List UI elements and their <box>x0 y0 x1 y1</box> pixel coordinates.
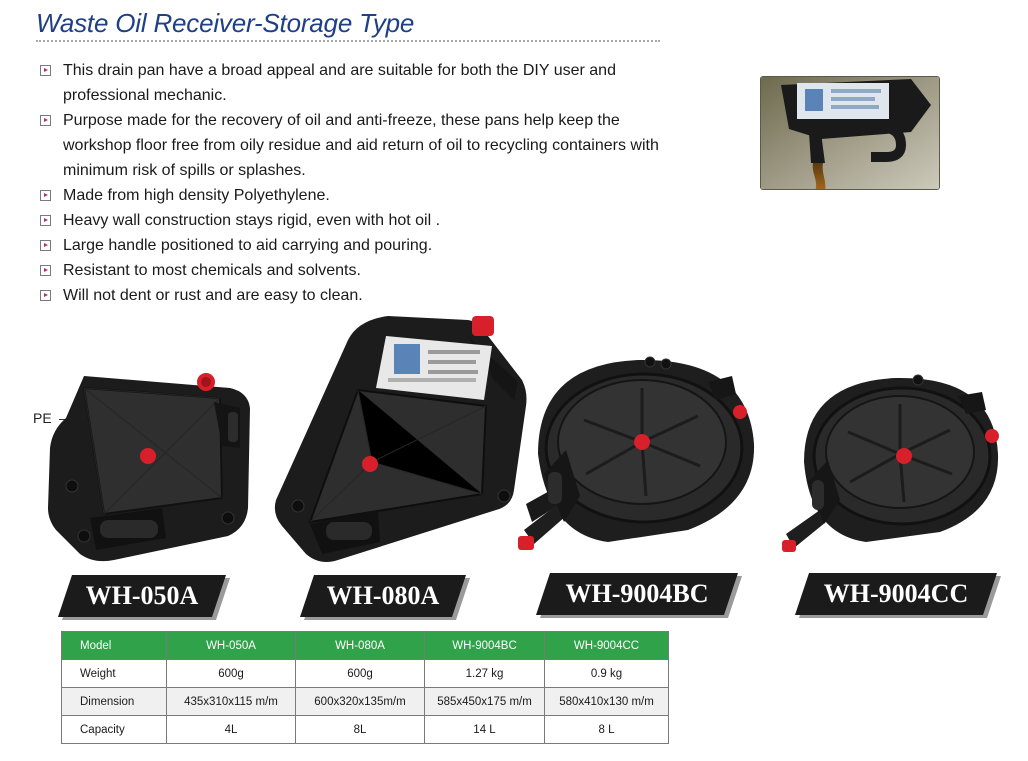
feature-item: Resistant to most chemicals and solvents… <box>38 258 678 283</box>
table-cell: 600g <box>295 659 425 688</box>
table-cell: 600g <box>166 659 296 688</box>
table-row: Weight 600g 600g 1.27 kg 0.9 kg <box>61 659 669 688</box>
feature-item: Will not dent or rust and are easy to cl… <box>38 283 678 308</box>
table-cell: 14 L <box>424 715 545 744</box>
column-header: WH-080A <box>295 631 425 660</box>
row-label: Weight <box>61 659 167 688</box>
material-label: PE <box>33 410 52 426</box>
table-cell: 580x410x130 m/m <box>544 687 669 716</box>
table-row: Capacity 4L 8L 14 L 8 L <box>61 715 669 744</box>
page-title: Waste Oil Receiver-Storage Type <box>36 8 415 38</box>
column-header: WH-9004CC <box>544 631 669 660</box>
table-cell: 600x320x135m/m <box>295 687 425 716</box>
table-cell: 0.9 kg <box>544 659 669 688</box>
column-header: Model <box>61 631 167 660</box>
feature-item: This drain pan have a broad appeal and a… <box>38 58 678 108</box>
feature-item: Made from high density Polyethylene. <box>38 183 678 208</box>
feature-item: Large handle positioned to aid carrying … <box>38 233 678 258</box>
model-badge: WH-080A <box>300 575 466 617</box>
column-header: WH-9004BC <box>424 631 545 660</box>
specs-table: Model WH-050A WH-080A WH-9004BC WH-9004C… <box>61 631 669 744</box>
bullet-arrow-icon <box>40 240 51 251</box>
model-badge: WH-9004BC <box>536 573 738 615</box>
table-header-row: Model WH-050A WH-080A WH-9004BC WH-9004C… <box>61 631 669 660</box>
drain-pan-wh-9004cc-image <box>782 374 999 552</box>
pouring-oil-photo <box>760 76 940 190</box>
feature-list: This drain pan have a broad appeal and a… <box>38 58 678 308</box>
row-label: Capacity <box>61 715 167 744</box>
drain-pan-wh-050a-image <box>48 373 250 562</box>
feature-item: Heavy wall construction stays rigid, eve… <box>38 208 678 233</box>
table-cell: 1.27 kg <box>424 659 545 688</box>
title-divider <box>36 40 660 42</box>
bullet-arrow-icon <box>40 115 51 126</box>
drain-pan-wh-080a-image <box>274 316 527 562</box>
table-cell: 585x450x175 m/m <box>424 687 545 716</box>
bullet-arrow-icon <box>40 290 51 301</box>
bullet-arrow-icon <box>40 190 51 201</box>
bullet-arrow-icon <box>40 65 51 76</box>
model-badge: WH-050A <box>58 575 226 617</box>
model-badge: WH-9004CC <box>795 573 997 615</box>
feature-item: Purpose made for the recovery of oil and… <box>38 108 678 183</box>
table-cell: 8 L <box>544 715 669 744</box>
bullet-arrow-icon <box>40 215 51 226</box>
table-cell: 8L <box>295 715 425 744</box>
table-cell: 4L <box>166 715 296 744</box>
table-row: Dimension 435x310x115 m/m 600x320x135m/m… <box>61 687 669 716</box>
column-header: WH-050A <box>166 631 296 660</box>
drain-pan-wh-9004bc-image <box>518 356 755 550</box>
row-label: Dimension <box>61 687 167 716</box>
bullet-arrow-icon <box>40 265 51 276</box>
table-cell: 435x310x115 m/m <box>166 687 296 716</box>
